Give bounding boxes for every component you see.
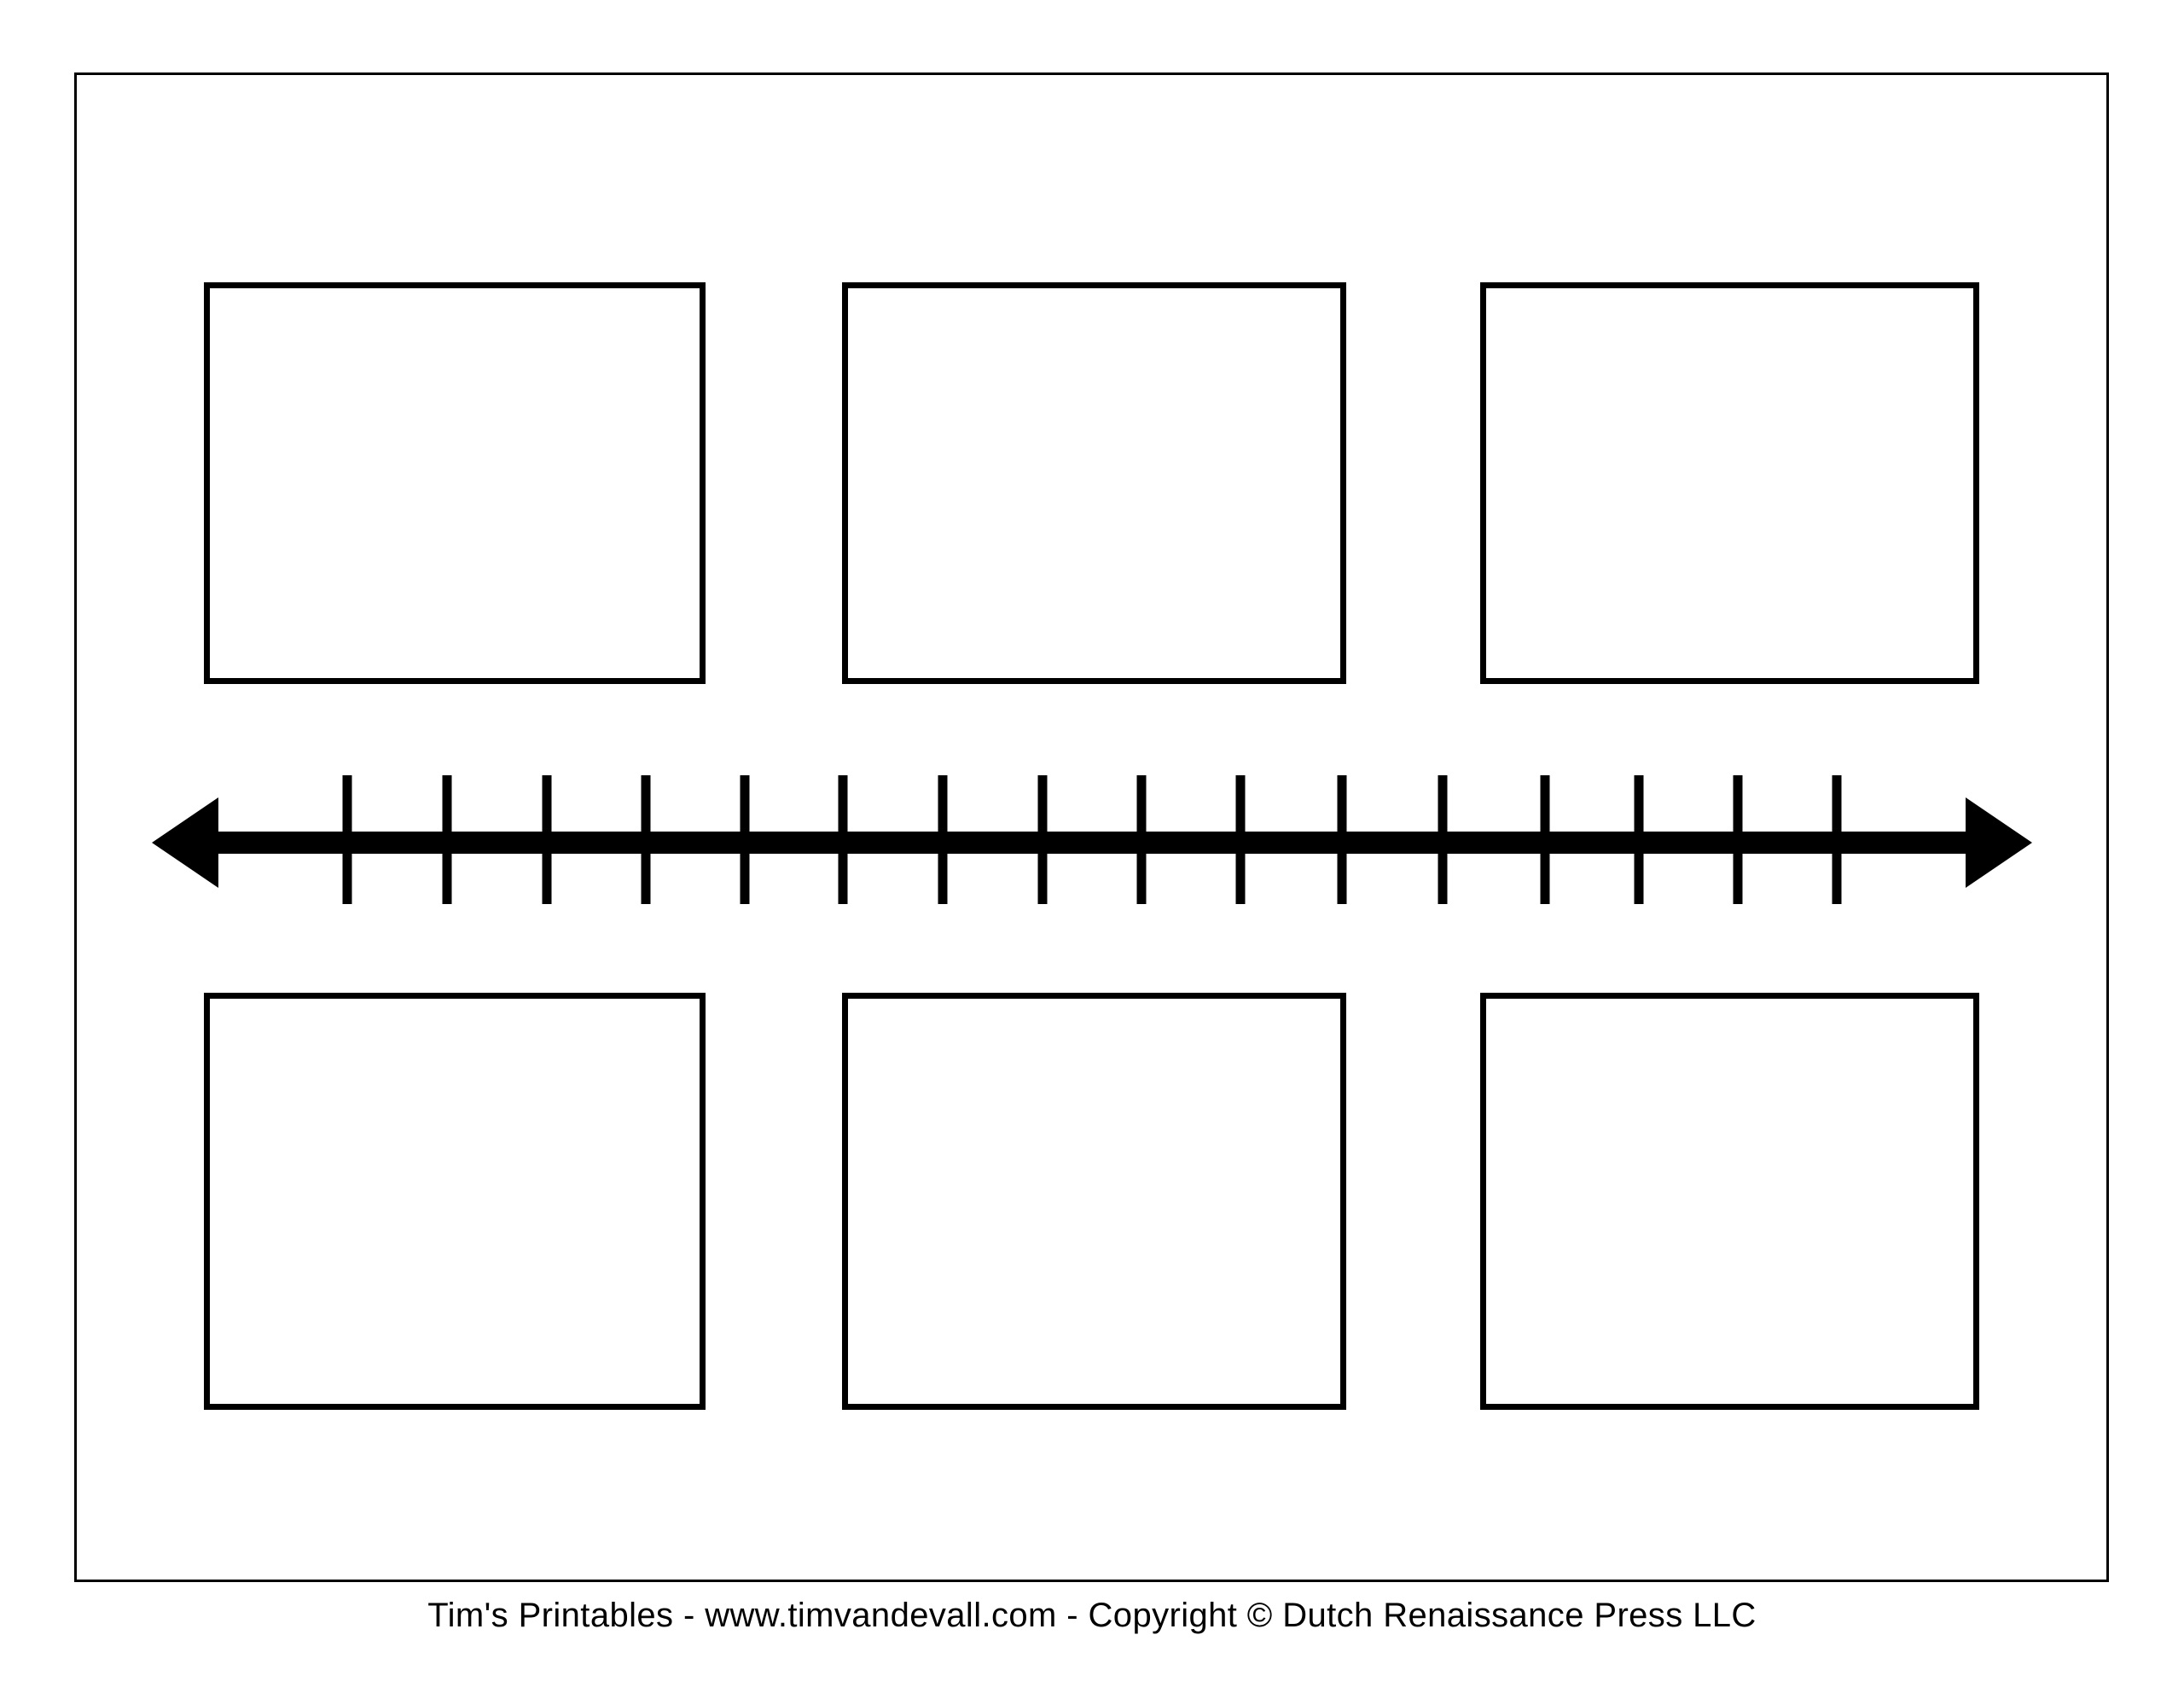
number-line-shaft (218, 832, 1966, 854)
bottom-box-2[interactable] (842, 993, 1346, 1410)
number-line-svg (152, 775, 2032, 904)
number-line[interactable] (0, 751, 2184, 921)
bottom-box-1[interactable] (204, 993, 706, 1410)
top-box-3[interactable] (1480, 282, 1979, 684)
left-arrowhead (152, 797, 218, 888)
top-box-1[interactable] (204, 282, 706, 684)
top-box-2[interactable] (842, 282, 1346, 684)
footer-credit: Tim's Printables - www.timvandevall.com … (427, 1597, 1757, 1634)
right-arrowhead (1966, 797, 2032, 888)
bottom-box-3[interactable] (1480, 993, 1979, 1410)
page-border (74, 72, 2109, 1582)
